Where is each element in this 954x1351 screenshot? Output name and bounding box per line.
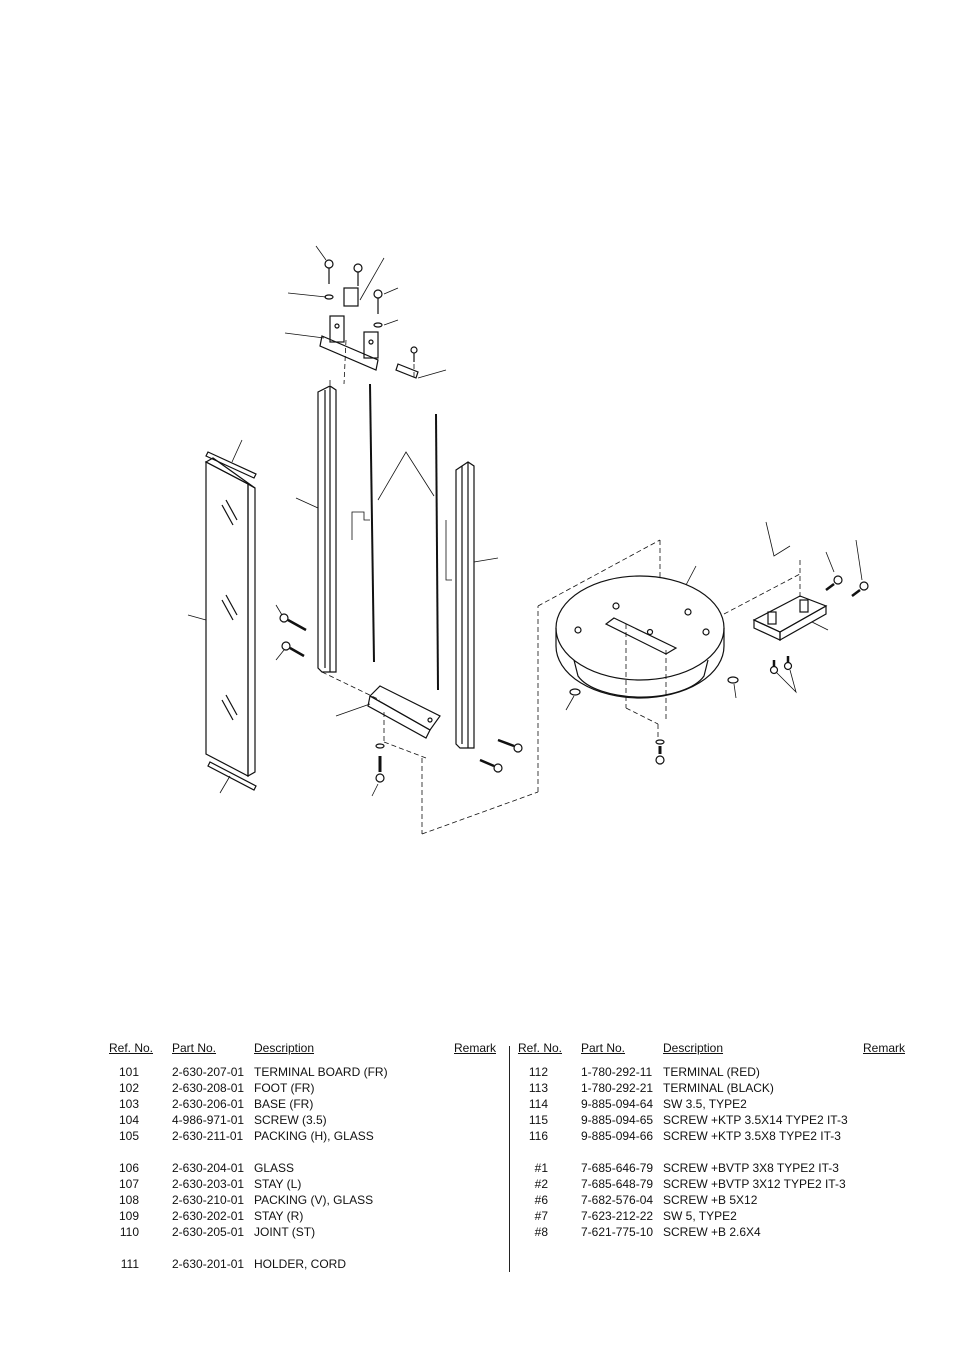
part-no-cell: 7-685-646-79	[581, 1161, 654, 1175]
base-screw	[655, 739, 665, 765]
ref-no-cell: #7	[534, 1209, 548, 1223]
description-cell: SCREW +KTP 3.5X8 TYPE2 IT-3	[663, 1129, 841, 1143]
ref-no-cell: 106	[118, 1161, 139, 1175]
ref-no-cell: 107	[118, 1177, 139, 1191]
side-screws	[279, 613, 523, 773]
part-no-cell: 7-623-212-22	[581, 1209, 654, 1223]
description-cell: STAY (R)	[254, 1209, 304, 1223]
header-remark: Remark	[863, 1041, 906, 1055]
table-header: Ref. No. Part No. Description Remark	[109, 1040, 497, 1056]
part-no-cell: 1-780-292-21	[581, 1081, 654, 1095]
joint	[367, 685, 441, 739]
part-no-cell: 2-630-205-01	[172, 1225, 245, 1239]
ref-no-cell: #1	[534, 1161, 548, 1175]
ref-no-cell: 115	[528, 1113, 548, 1127]
description-cell: SCREW +B 2.6X4	[663, 1225, 761, 1239]
parts-table-left: Ref. No. Part No. Description Remark 101…	[109, 1040, 497, 1280]
ref-no-cell: 111	[120, 1257, 139, 1271]
glass-panel	[204, 457, 256, 778]
stay-left	[317, 385, 337, 673]
description-cell: STAY (L)	[254, 1177, 302, 1191]
ref-no-cell: 114	[528, 1097, 548, 1111]
ref-no-cell: 102	[118, 1081, 139, 1095]
description-cell: SCREW +KTP 3.5X14 TYPE2 IT-3	[663, 1113, 848, 1127]
packing-strip-bottom	[207, 761, 257, 791]
part-no-cell: 7-685-648-79	[581, 1177, 654, 1191]
description-cell: FOOT (FR)	[254, 1081, 315, 1095]
description-cell: SCREW +BVTP 3X12 TYPE2 IT-3	[663, 1177, 846, 1191]
part-no-cell: 2-630-203-01	[172, 1177, 245, 1191]
ref-no-cell: #8	[534, 1225, 548, 1239]
ref-no-cell: 105	[118, 1129, 139, 1143]
header-remark: Remark	[454, 1041, 497, 1055]
header-description: Description	[663, 1041, 724, 1055]
description-cell: SW 3.5, TYPE2	[663, 1097, 747, 1111]
base-round	[555, 575, 725, 699]
part-no-cell: 2-630-201-01	[172, 1257, 245, 1271]
part-no-cell: 9-885-094-66	[581, 1129, 654, 1143]
packing-strip-top	[205, 451, 257, 479]
header-description: Description	[254, 1041, 315, 1055]
ref-no-cell: #6	[534, 1193, 548, 1207]
stay-right	[455, 461, 475, 749]
foot-screws	[769, 575, 869, 675]
joint-screw	[375, 743, 385, 783]
ref-no-cell: 104	[118, 1113, 139, 1127]
description-cell: SCREW +BVTP 3X8 TYPE2 IT-3	[663, 1161, 839, 1175]
description-cell: HOLDER, CORD	[254, 1257, 347, 1271]
header-ref-no: Ref. No.	[109, 1041, 154, 1055]
part-no-cell: 2-630-202-01	[172, 1209, 245, 1223]
description-cell: SW 5, TYPE2	[663, 1209, 737, 1223]
ref-no-cell: #2	[534, 1177, 548, 1191]
parts-table-right: Ref. No. Part No. Description Remark 112…	[518, 1040, 906, 1280]
part-no-cell: 2-630-204-01	[172, 1161, 245, 1175]
table-header: Ref. No. Part No. Description Remark	[518, 1040, 906, 1056]
ref-no-cell: 101	[118, 1065, 139, 1079]
description-cell: GLASS	[254, 1161, 295, 1175]
exploded-view-diagram	[187, 245, 869, 835]
foot	[752, 595, 828, 642]
description-cell: SCREW (3.5)	[254, 1113, 327, 1127]
part-no-cell: 2-630-206-01	[172, 1097, 245, 1111]
header-ref-no: Ref. No.	[518, 1041, 563, 1055]
description-cell: BASE (FR)	[254, 1097, 314, 1111]
description-cell: TERMINAL BOARD (FR)	[254, 1065, 388, 1079]
column-divider	[509, 1046, 510, 1272]
description-cell: SCREW +B 5X12	[663, 1193, 758, 1207]
part-no-cell: 7-621-775-10	[581, 1225, 654, 1239]
terminal-board	[319, 287, 379, 371]
part-no-cell: 9-885-094-65	[581, 1113, 654, 1127]
part-no-cell: 2-630-208-01	[172, 1081, 245, 1095]
part-no-cell: 1-780-292-11	[581, 1065, 653, 1079]
ref-no-cell: 103	[118, 1097, 139, 1111]
part-no-cell: 2-630-207-01	[172, 1065, 245, 1079]
description-cell: TERMINAL (RED)	[663, 1065, 760, 1079]
ref-no-cell: 108	[118, 1193, 139, 1207]
ref-no-cell: 109	[118, 1209, 139, 1223]
ref-no-cell: 110	[119, 1225, 139, 1239]
ref-no-cell: 112	[528, 1065, 548, 1079]
description-cell: JOINT (ST)	[254, 1225, 316, 1239]
ref-no-cell: 113	[528, 1081, 548, 1095]
part-no-cell: 9-885-094-64	[581, 1097, 654, 1111]
part-no-cell: 2-630-210-01	[172, 1193, 245, 1207]
description-cell: PACKING (H), GLASS	[254, 1129, 374, 1143]
part-no-cell: 4-986-971-01	[172, 1113, 245, 1127]
header-part-no: Part No.	[581, 1041, 626, 1055]
description-cell: PACKING (V), GLASS	[254, 1193, 374, 1207]
ref-no-cell: 116	[528, 1129, 548, 1143]
header-part-no: Part No.	[172, 1041, 217, 1055]
description-cell: TERMINAL (BLACK)	[663, 1081, 774, 1095]
part-no-cell: 2-630-211-01	[172, 1129, 244, 1143]
part-no-cell: 7-682-576-04	[581, 1193, 654, 1207]
